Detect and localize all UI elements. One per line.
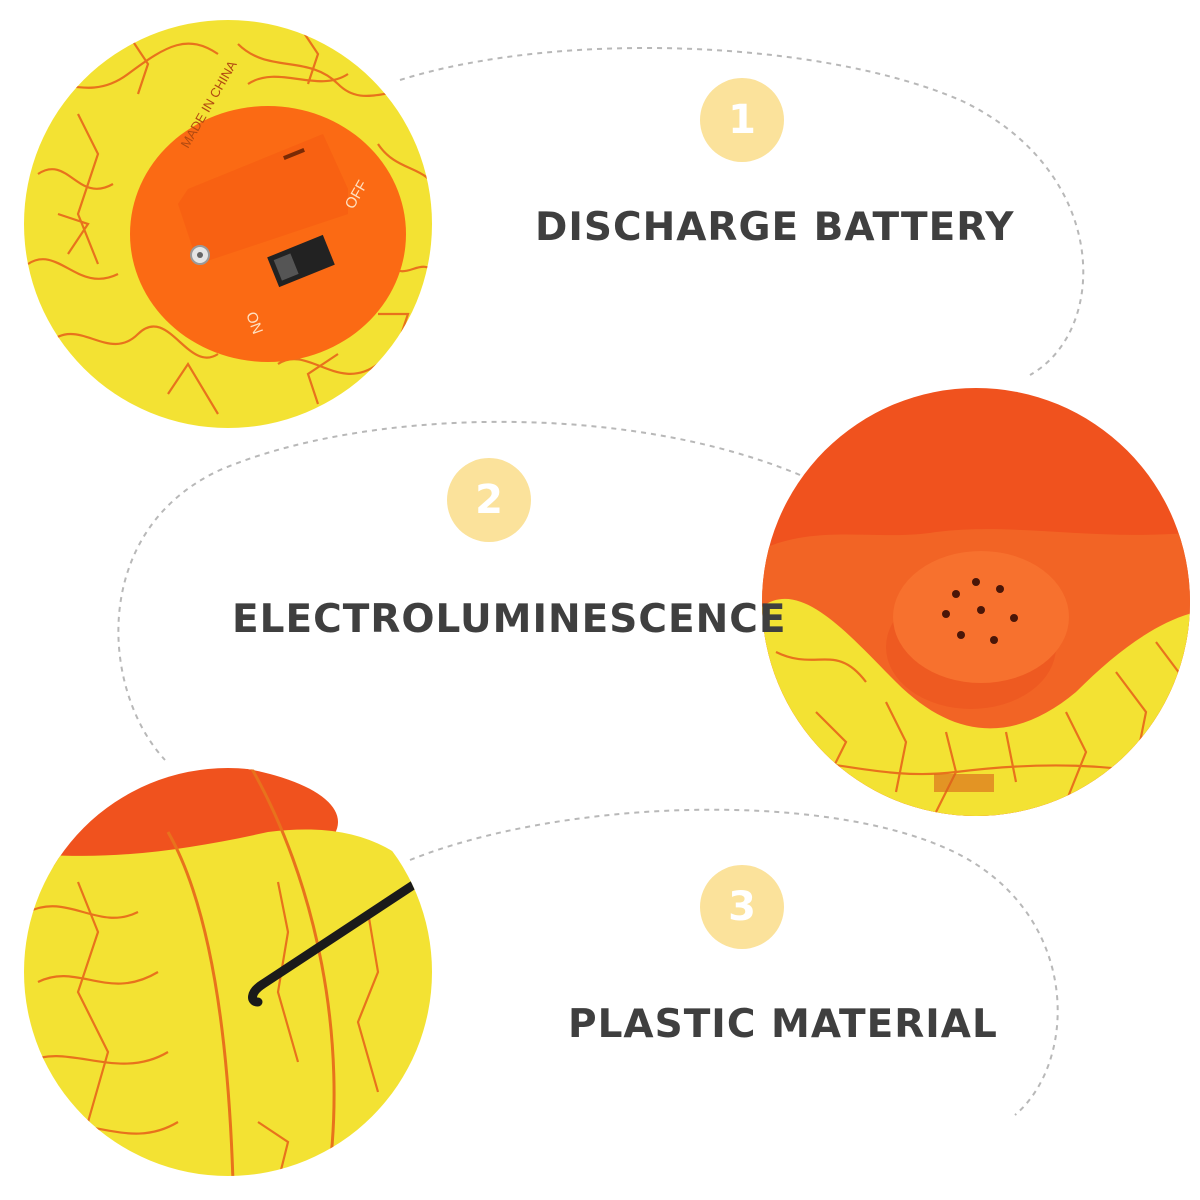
guide-loop-2 <box>117 420 801 761</box>
speaker-holes <box>942 578 1018 644</box>
switch-on-label: ON <box>242 310 266 337</box>
on-off-switch-icon <box>267 234 335 288</box>
feature-caption-3: PLASTIC MATERIAL <box>568 1002 998 1047</box>
feature-number-3: 3 <box>728 884 756 930</box>
feature-number-1: 1 <box>728 97 756 143</box>
feature-badge-1: 1 <box>700 78 784 162</box>
feature-number-2: 2 <box>475 477 503 523</box>
feature-caption-1: DISCHARGE BATTERY <box>535 205 1015 250</box>
feature-badge-3: 3 <box>700 865 784 949</box>
battery-cap <box>130 106 406 362</box>
battery-switch-photo: MADE IN CHINA ON OFF <box>24 20 432 428</box>
wire-handle-photo <box>24 768 432 1176</box>
speaker-grille-photo <box>762 388 1190 816</box>
guide-loop-3 <box>409 808 1059 1116</box>
crack-pattern-3 <box>27 881 380 1176</box>
handle-wire <box>248 867 432 1007</box>
guide-loop-1 <box>399 46 1085 376</box>
feature-caption-2: ELECTROLUMINESCENCE <box>232 597 787 642</box>
speaker-housing <box>886 551 1069 709</box>
feature-badge-2: 2 <box>447 458 531 542</box>
